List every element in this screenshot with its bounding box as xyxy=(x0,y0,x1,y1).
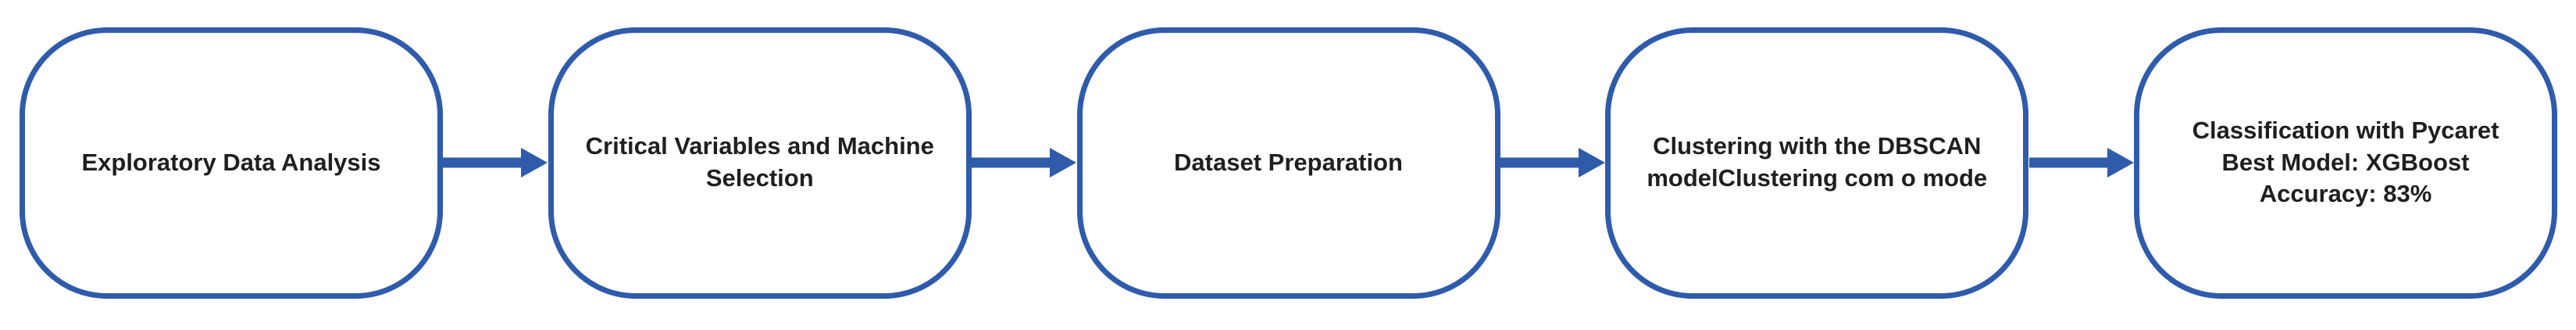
arrow-right-icon xyxy=(1500,148,1605,178)
node-label-line: modelClustering com o mode xyxy=(1647,164,1988,192)
node-label-line: Accuracy: 83% xyxy=(2259,180,2432,208)
node-label-line: Dataset Preparation xyxy=(1174,148,1403,176)
flow-node-dataset-preparation: Dataset Preparation xyxy=(1076,27,1500,299)
arrow-right-icon xyxy=(972,148,1077,178)
node-label-line: Exploratory Data Analysis xyxy=(81,148,381,176)
node-label-line: Critical Variables and Machine xyxy=(585,132,934,160)
node-label-line: Classification with Pycaret xyxy=(2192,116,2499,144)
flow-node-critical-variables-machine-selection: Critical Variables and Machine Selection xyxy=(548,27,972,299)
flow-node-exploratory-data-analysis: Exploratory Data Analysis xyxy=(20,27,443,299)
node-label-line: Selection xyxy=(705,164,814,192)
flow-node-classification-pycaret: Classification with Pycaret Best Model: … xyxy=(2134,27,2557,299)
arrow-right-icon xyxy=(2028,148,2134,178)
arrow-right-icon xyxy=(443,148,548,178)
node-label-line: Clustering with the DBSCAN xyxy=(1653,132,1982,160)
node-label-line: Best Model: XGBoost xyxy=(2221,148,2470,176)
flow-node-clustering-dbscan: Clustering with the DBSCAN modelClusteri… xyxy=(1605,27,2029,299)
